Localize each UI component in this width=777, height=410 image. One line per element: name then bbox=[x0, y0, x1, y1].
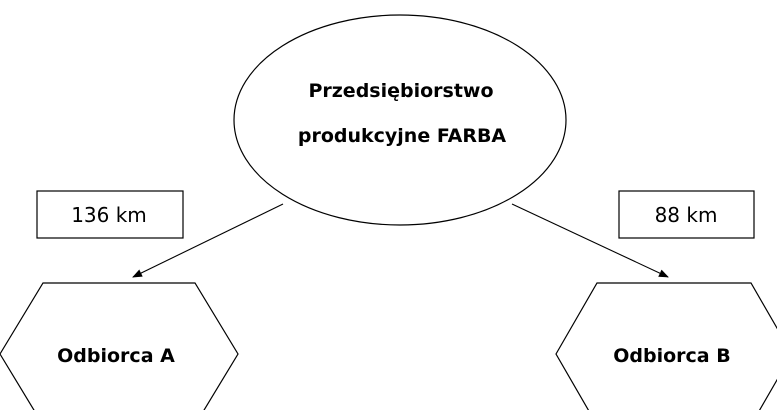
arrow-to-recipient-a bbox=[132, 203, 284, 278]
recipient-a-node: Odbiorca A bbox=[0, 282, 239, 410]
distance-value-a: 136 km bbox=[71, 203, 147, 227]
distance-box-a bbox=[36, 190, 184, 239]
recipient-a-hexagon bbox=[0, 282, 239, 410]
recipient-a-label: Odbiorca A bbox=[57, 345, 175, 367]
distance-value-b: 88 km bbox=[655, 203, 718, 227]
recipient-b-node: Odbiorca B bbox=[555, 282, 777, 410]
distance-box-b bbox=[618, 190, 755, 239]
company-name-line1: Przedsiębiorstwo bbox=[308, 80, 493, 102]
company-node: Przedsiębiorstwo produkcyjne FARBA bbox=[233, 14, 567, 226]
arrow-to-recipient-b bbox=[511, 203, 669, 278]
distance-label-b: 88 km bbox=[618, 190, 755, 239]
company-ellipse bbox=[233, 14, 567, 226]
distance-label-a: 136 km bbox=[36, 190, 184, 239]
recipient-b-label: Odbiorca B bbox=[613, 345, 730, 367]
recipient-b-hexagon bbox=[555, 282, 777, 410]
company-name-line2: produkcyjne FARBA bbox=[298, 125, 507, 147]
